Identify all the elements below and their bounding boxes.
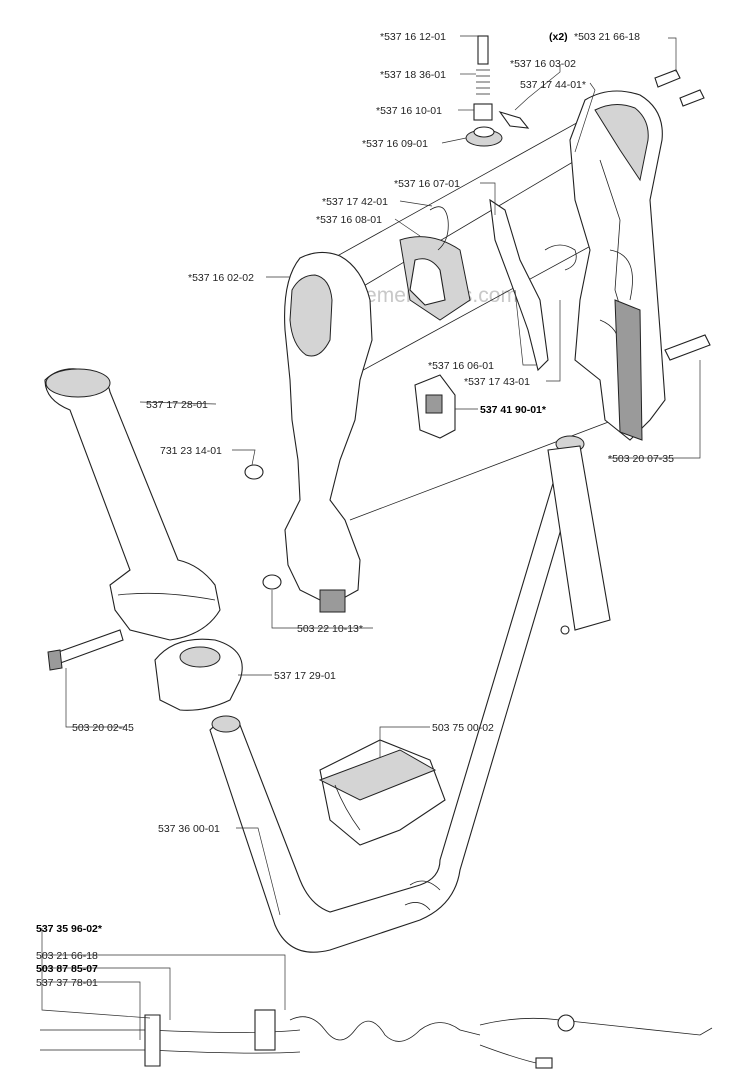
- label-537-16-12-01[interactable]: *537 16 12-01: [380, 31, 446, 43]
- label-537-16-02-02[interactable]: *537 16 02-02: [188, 272, 254, 284]
- label-503-20-07-35[interactable]: *503 20 07-35: [608, 453, 674, 465]
- label-537-17-28-01[interactable]: 537 17 28-01: [146, 399, 208, 411]
- label-537-16-09-01[interactable]: *537 16 09-01: [362, 138, 428, 150]
- label-537-17-43-01[interactable]: *537 17 43-01: [464, 376, 530, 388]
- label-quantity-x2: (x2): [549, 31, 568, 43]
- left-grip-assembly: [44, 368, 282, 711]
- label-503-87-85-07[interactable]: 503 87 85-07: [36, 963, 98, 975]
- handle-housing-assembly: [284, 35, 711, 613]
- label-537-16-06-01[interactable]: *537 16 06-01: [428, 360, 494, 372]
- label-503-21-66-18[interactable]: *503 21 66-18: [574, 31, 640, 43]
- shaft-tubes: [209, 435, 611, 953]
- label-731-23-14-01[interactable]: 731 23 14-01: [160, 445, 222, 457]
- label-503-20-02-45[interactable]: 503 20 02-45: [72, 722, 134, 734]
- label-537-17-29-01[interactable]: 537 17 29-01: [274, 670, 336, 682]
- label-537-16-08-01[interactable]: *537 16 08-01: [316, 214, 382, 226]
- throttle-cable: [40, 1009, 713, 1069]
- label-537-16-10-01[interactable]: *537 16 10-01: [376, 105, 442, 117]
- label-537-17-42-01[interactable]: *537 17 42-01: [322, 196, 388, 208]
- leader-lines: [41, 35, 701, 1040]
- label-537-37-78-01[interactable]: 537 37 78-01: [36, 977, 98, 989]
- label-537-18-36-01[interactable]: *537 18 36-01: [380, 69, 446, 81]
- label-537-17-44-01[interactable]: 537 17 44-01*: [520, 79, 586, 91]
- part-labels: *537 16 12-01 (x2) *503 21 66-18 *537 18…: [36, 31, 674, 989]
- label-537-16-07-01[interactable]: *537 16 07-01: [394, 178, 460, 190]
- label-503-22-10-13[interactable]: 503 22 10-13*: [297, 623, 363, 635]
- label-537-35-96-02[interactable]: 537 35 96-02*: [36, 923, 103, 935]
- label-537-41-90-01[interactable]: 537 41 90-01*: [480, 404, 547, 416]
- label-503-75-00-02[interactable]: 503 75 00-02: [432, 722, 494, 734]
- label-537-16-03-02[interactable]: *537 16 03-02: [510, 58, 576, 70]
- label-537-36-00-01[interactable]: 537 36 00-01: [158, 823, 220, 835]
- label-503-21-66-18-cable[interactable]: 503 21 66-18: [36, 950, 98, 962]
